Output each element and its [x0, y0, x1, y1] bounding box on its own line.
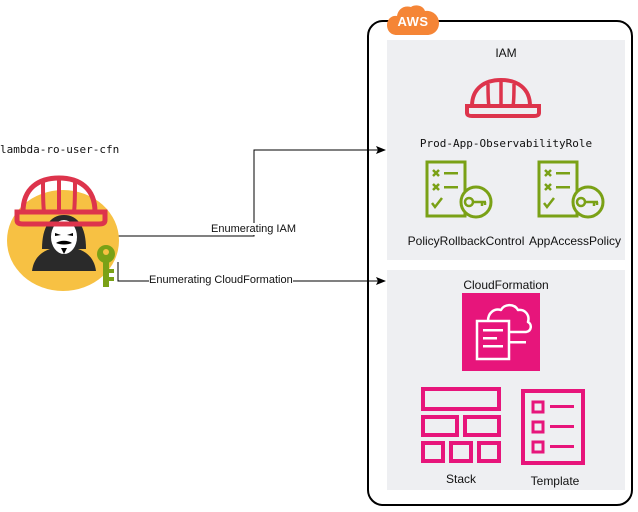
iam-group-title: IAM [495, 46, 517, 60]
edge-line-cloudformation [117, 262, 386, 285]
policy-icon[interactable] [536, 160, 606, 222]
hacker-icon [32, 215, 96, 271]
iam-role-helmet-icon[interactable] [463, 76, 543, 120]
iam-group[interactable] [387, 40, 625, 260]
edge-label-cloudformation: Enumerating CloudFormation [149, 274, 293, 286]
cloudformation-group-title: CloudFormation [463, 278, 549, 292]
template-icon[interactable] [520, 388, 588, 468]
cloudformation-icon[interactable] [462, 293, 540, 371]
iam-role-label: Prod-App-ObservabilityRole [419, 137, 593, 150]
key-icon [97, 245, 115, 287]
edge-line-iam [118, 146, 386, 237]
template-label: Template [530, 474, 580, 488]
policy-icon[interactable] [424, 160, 494, 222]
helmet-icon [14, 175, 108, 227]
aws-cloud-badge [387, 5, 439, 36]
edge-label-iam: Enumerating IAM [211, 223, 296, 235]
policy-label: AppAccessPolicy [528, 234, 622, 248]
actor-label: lambda-ro-user-cfn [0, 143, 120, 156]
policy-label: PolicyRollbackControl [407, 234, 525, 248]
aws-cloud-frame[interactable] [367, 20, 633, 506]
stack-label: Stack [445, 472, 476, 486]
stack-icon[interactable] [420, 386, 502, 464]
